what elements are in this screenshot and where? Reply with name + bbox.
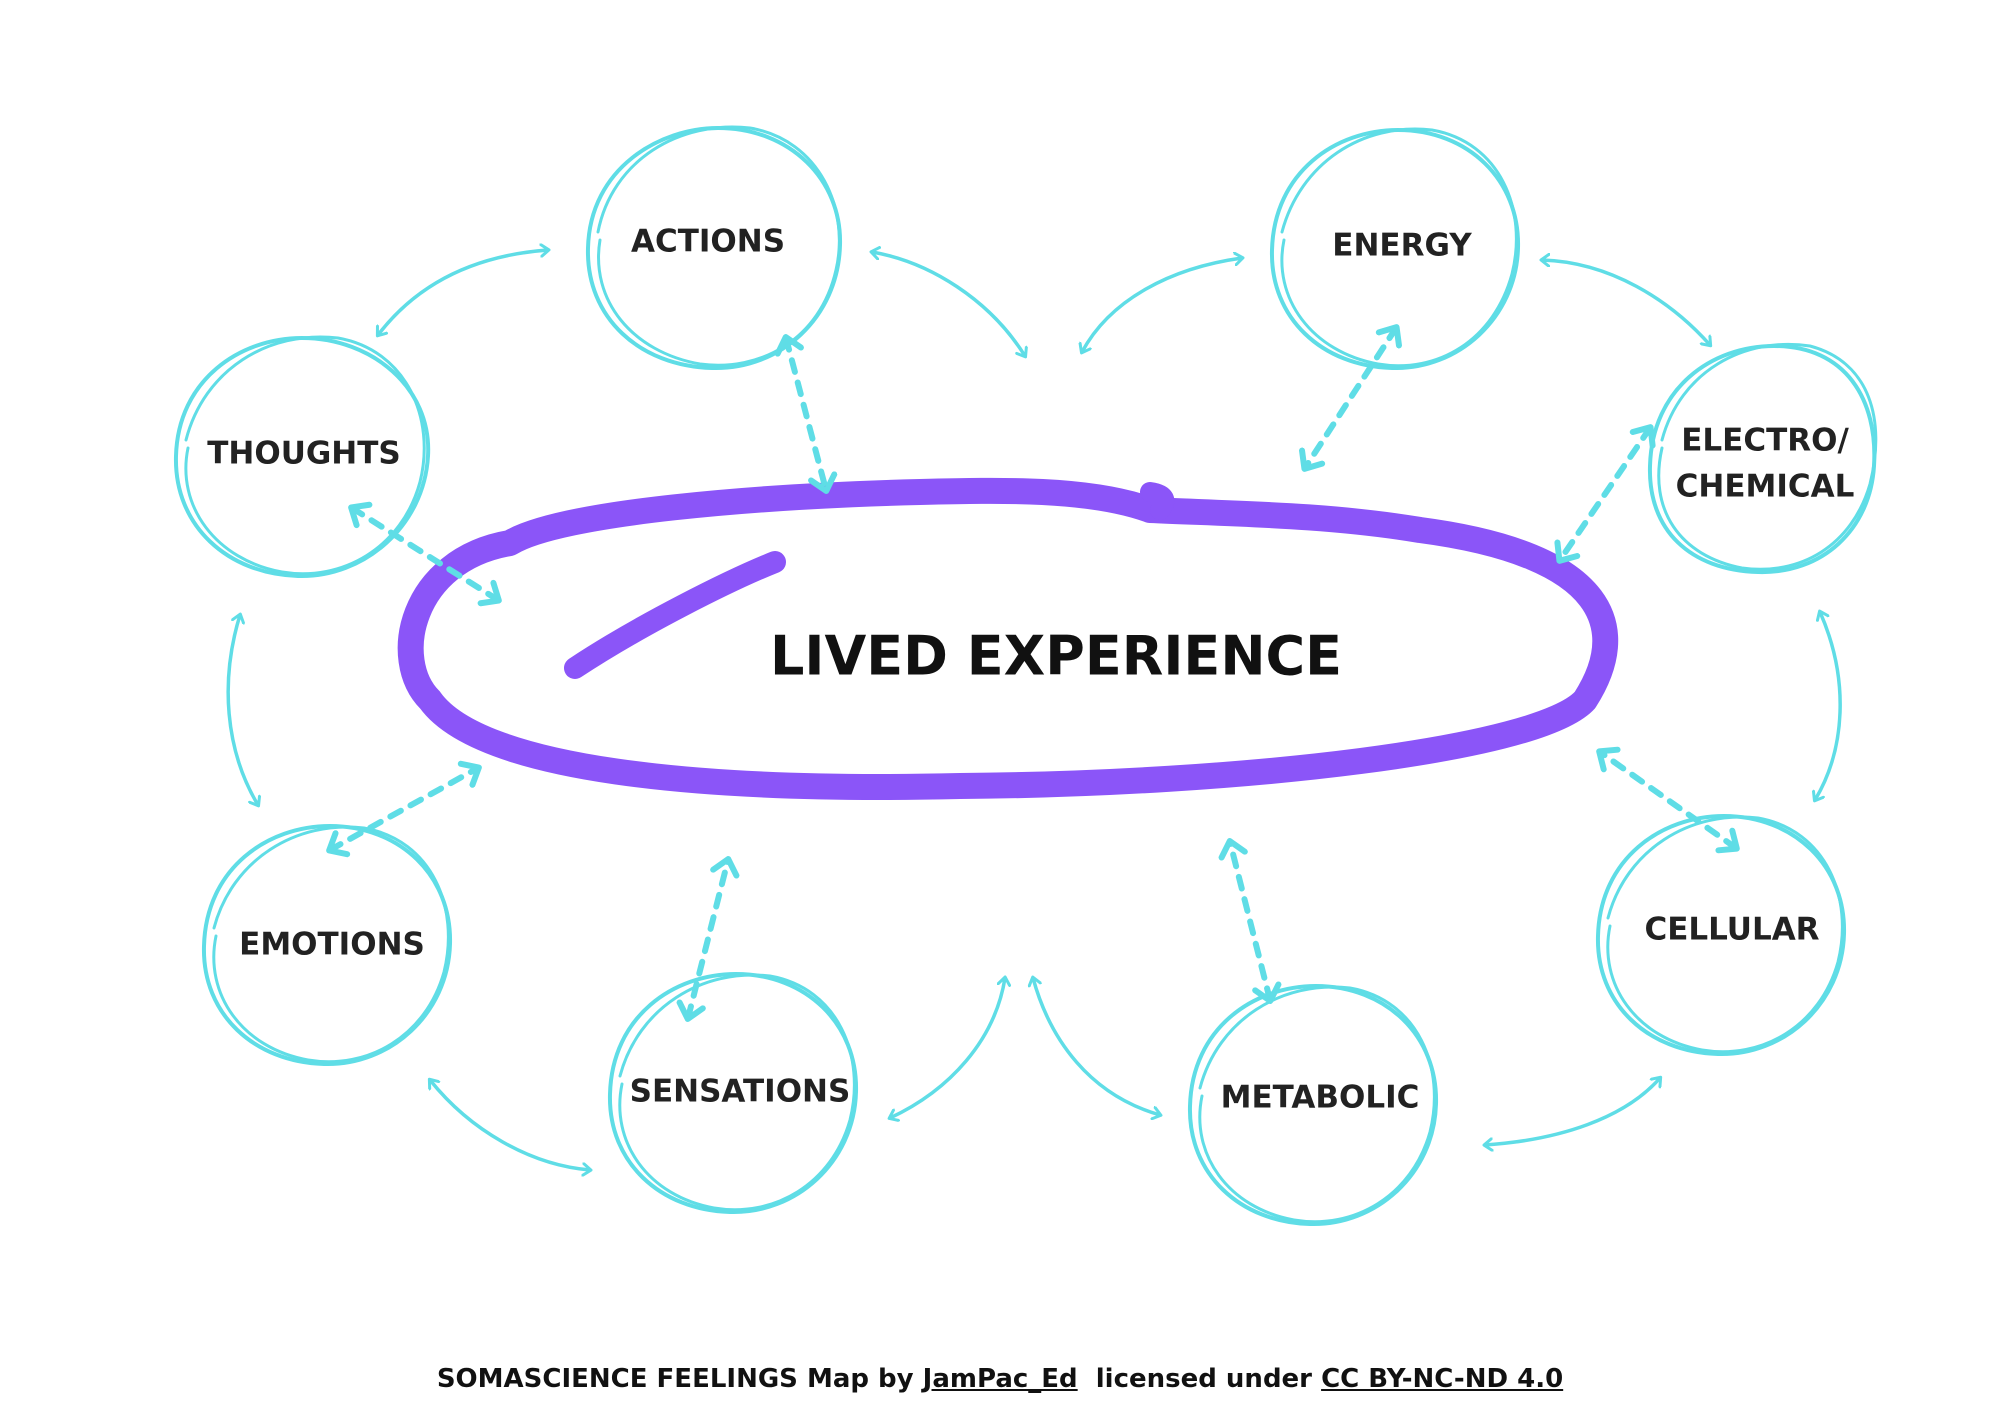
node-circle-thoughts xyxy=(173,335,431,579)
node-label-sensations: SENSATIONS xyxy=(630,1074,851,1110)
connector-actions-center xyxy=(872,252,1025,356)
attribution-title: SOMASCIENCE FEELINGS Map by xyxy=(436,1364,914,1394)
node-label-metabolic: METABOLIC xyxy=(1221,1080,1420,1116)
node-label-emotions: EMOTIONS xyxy=(239,927,425,963)
license-prefix: licensed under xyxy=(1095,1364,1313,1394)
node-label-electrochemical-line2: CHEMICAL xyxy=(1676,469,1855,505)
node-label-electrochemical-line1: ELECTRO/ xyxy=(1681,423,1849,459)
node-label-cellular: CELLULAR xyxy=(1644,912,1819,948)
attribution-footer: SOMASCIENCE FEELINGS Map by JamPac_Ed li… xyxy=(0,1364,2000,1394)
connector-emotions-sensations xyxy=(430,1080,590,1170)
connector-energy-electrochemical xyxy=(1542,260,1710,345)
center-label: LIVED EXPERIENCE xyxy=(770,625,1342,688)
connector-electrochemical-cellular xyxy=(1815,612,1842,800)
node-circle-actions xyxy=(585,125,843,371)
dashed-link-metabolic xyxy=(1218,838,1282,1004)
node-label-energy: ENERGY xyxy=(1332,228,1472,264)
connector-sensations-center xyxy=(890,978,1005,1118)
node-label-actions: ACTIONS xyxy=(631,224,785,260)
dashed-link-actions xyxy=(774,334,838,494)
center-ellipse xyxy=(397,477,1619,800)
dashed-link-cellular xyxy=(1596,746,1740,854)
dashed-link-energy xyxy=(1299,324,1402,472)
connector-thoughts-actions xyxy=(378,250,548,335)
dashed-link-emotions xyxy=(326,760,482,858)
connector-metabolic-cellular xyxy=(1485,1078,1660,1145)
node-circle-emotions xyxy=(201,823,453,1067)
dashed-link-sensations xyxy=(676,856,740,1022)
connector-center-energy xyxy=(1082,258,1242,352)
connector-center-metabolic xyxy=(1033,978,1160,1115)
dashed-link-electrochemical xyxy=(1554,424,1656,564)
dashed-link-thoughts xyxy=(348,501,502,607)
node-label-thoughts: THOUGHTS xyxy=(207,436,400,472)
connector-thoughts-emotions xyxy=(226,615,258,805)
license-link[interactable]: CC BY-NC-ND 4.0 xyxy=(1321,1364,1564,1394)
author-link[interactable]: JamPac_Ed xyxy=(922,1364,1078,1394)
node-circle-electrochemical xyxy=(1647,342,1878,575)
